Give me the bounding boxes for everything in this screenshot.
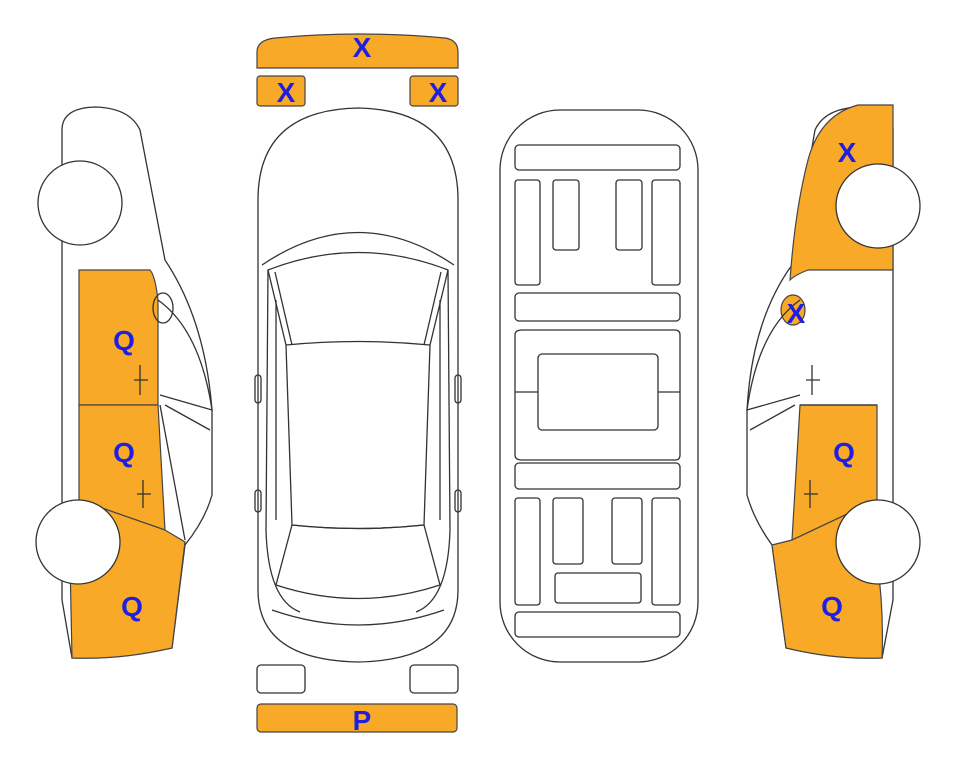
right-mirror-marker: X — [787, 298, 806, 329]
front-bumper-marker: X — [353, 32, 372, 63]
car-right-side-view: X X Q Q — [746, 104, 921, 659]
right-front-fender-marker: X — [838, 137, 857, 168]
left-front-wheel — [37, 160, 123, 246]
left-rear-wheel — [35, 499, 121, 585]
right-mirror-part[interactable] — [780, 294, 806, 326]
rear-bumper-marker: P — [353, 705, 372, 736]
headlight-left-part[interactable] — [256, 75, 306, 107]
car-underside-view — [499, 109, 699, 663]
right-rear-door-marker: Q — [833, 437, 855, 468]
headlight-left-marker: X — [277, 77, 296, 108]
car-left-side-view: Q Q Q — [35, 106, 213, 659]
car-top-view — [254, 107, 462, 663]
left-front-door-marker: Q — [113, 325, 135, 356]
rear-bumper-part[interactable] — [256, 703, 458, 733]
left-rear-quarter-marker: Q — [121, 591, 143, 622]
right-rear-wheel — [835, 499, 921, 585]
taillight-right-part[interactable] — [409, 664, 459, 694]
left-rear-door-marker: Q — [113, 437, 135, 468]
headlight-right-marker: X — [429, 77, 448, 108]
rear-parts: P — [256, 664, 459, 736]
taillight-left-part[interactable] — [256, 664, 306, 694]
right-rear-quarter-marker: Q — [821, 591, 843, 622]
front-bumper-part[interactable] — [256, 33, 459, 69]
headlight-right-part[interactable] — [409, 75, 459, 107]
front-parts: X X X — [256, 32, 459, 108]
left-front-door-part[interactable] — [78, 269, 159, 406]
right-front-wheel — [835, 163, 921, 249]
